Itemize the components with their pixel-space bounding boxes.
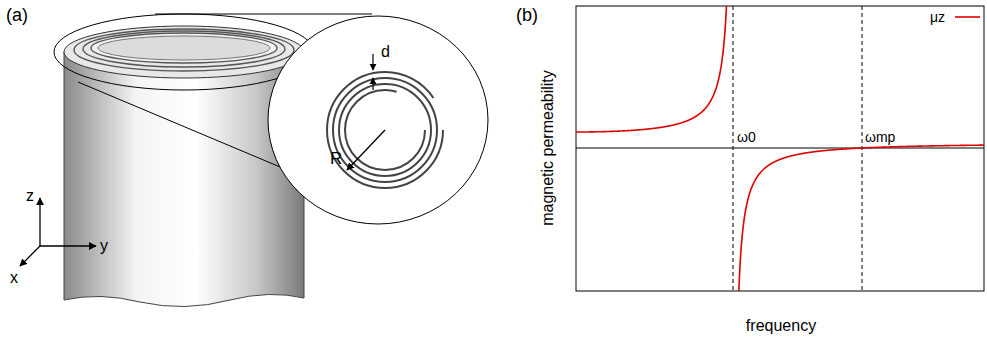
legend-text: μz [930, 10, 945, 24]
axis-title: frequency [746, 318, 816, 334]
dimension-label: R [330, 150, 342, 167]
dimension-label: d [381, 44, 390, 60]
plot-frame [576, 6, 984, 291]
rolled-cylinder [54, 14, 314, 307]
zoom-line [155, 14, 372, 15]
permeability-curve [576, 6, 733, 132]
zoom-view [268, 16, 488, 224]
legend-sample [955, 16, 980, 18]
axis-name: y [100, 238, 108, 254]
permeability-curve [733, 145, 984, 291]
resonance-line [733, 6, 734, 291]
curve-group [576, 6, 984, 291]
frequency-mark: ωmp [865, 130, 895, 144]
axis-name: x [10, 270, 18, 286]
axis-title: magnetic permeability [540, 70, 556, 226]
axis-triad [20, 198, 96, 266]
frequency-mark: ω0 [737, 130, 756, 144]
panel-label: (a) [6, 6, 28, 24]
axis-name: z [26, 188, 34, 204]
zoom-line [78, 82, 292, 172]
panel-label: (b) [516, 6, 538, 24]
zero-line [576, 148, 984, 149]
